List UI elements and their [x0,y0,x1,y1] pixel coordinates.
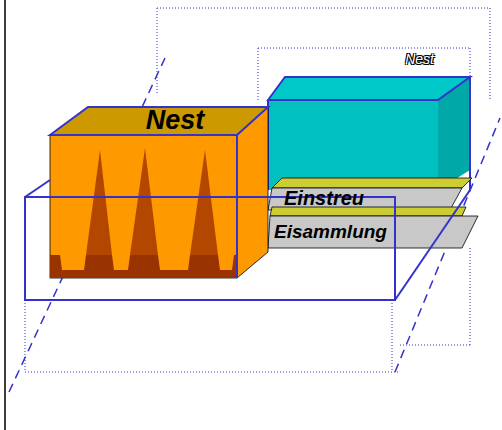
band-label: Einstreu [284,187,364,209]
litter-band: Einstreu [272,186,460,210]
nest-divider [60,255,234,270]
dotted-line [392,300,393,372]
dotted-outline [25,8,490,372]
nest-divider [158,255,190,270]
nest-box: Nest [88,107,258,135]
nest-divider [112,255,130,270]
nest-opening [190,150,218,255]
blue-frame [25,180,50,197]
orange-box-floor [50,255,237,278]
orange-box-front [50,135,237,278]
blue-frame [395,190,470,300]
dotted-line [470,48,471,77]
dotted-line [25,300,26,372]
nest-opening [86,148,218,255]
blue-frame [25,135,470,300]
litter-band-edge [272,178,472,188]
orange-box-side [237,107,268,278]
blue-frame [236,135,238,278]
dashed-line [9,58,500,392]
blue-frame [25,197,395,300]
cyan-box-edge [469,77,471,190]
cyan-box-top [268,77,470,100]
dotted-line [400,345,470,346]
nest-opening [130,148,158,255]
orange-box-top [50,107,268,135]
dotted-line [258,48,470,49]
egg-band [268,216,478,248]
nest-opening [86,150,112,255]
dotted-line [258,48,259,100]
nest-box-label: Nest [405,52,434,67]
band-label: Eisammlung [274,222,387,243]
dotted-line [490,8,491,100]
nest-box: Nest [268,50,470,190]
nest-box-label: Nest [146,106,205,136]
nest-divider [60,255,86,270]
cyan-box-front [268,100,438,190]
egg-collection-band: Eisammlung [268,216,468,248]
dotted-line [470,248,471,345]
dotted-line [25,372,400,373]
nest-divider [218,255,234,270]
dotted-line [157,8,490,9]
frame-line [4,0,6,430]
dotted-line [157,8,158,95]
